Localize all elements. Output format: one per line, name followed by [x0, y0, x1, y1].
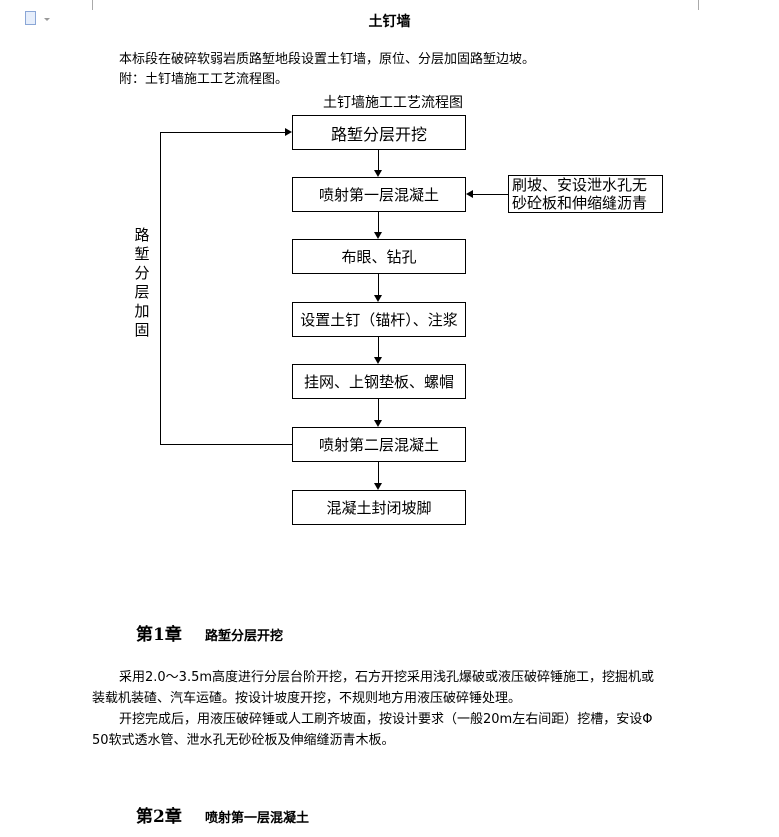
arrow-down-icon — [374, 483, 382, 490]
loop-label-char: 加 — [134, 302, 150, 320]
document-icon[interactable] — [25, 11, 36, 25]
paragraph-line: 采用2.0～3.5m高度进行分层台阶开挖，石方开挖采用浅孔爆破或液压破碎锤施工，… — [119, 670, 655, 685]
chapter-number: 第2章 — [136, 807, 182, 827]
side-input-line: 砂砼板和伸缩缝沥青 — [512, 194, 648, 212]
flow-step: 设置土钉（锚杆）、注浆 — [292, 302, 466, 337]
loop-line — [160, 444, 292, 445]
flow-step: 布眼、钻孔 — [292, 239, 466, 274]
chapter-title: 喷射第一层混凝土 — [204, 811, 309, 826]
arrow-line — [378, 274, 379, 295]
flow-step: 路堑分层开挖 — [292, 115, 466, 150]
page-title: 土钉墙 — [368, 14, 411, 30]
margin-mark — [92, 0, 93, 10]
arrow-down-icon — [374, 420, 382, 427]
intro-line: 附：土钉墙施工工艺流程图。 — [119, 72, 289, 87]
side-arrow-line — [472, 194, 508, 195]
loop-label-char: 固 — [134, 321, 150, 339]
flow-step: 喷射第一层混凝土 — [292, 177, 466, 212]
side-input-box: 刷坡、安设泄水孔无 砂砼板和伸缩缝沥青 — [508, 175, 663, 213]
chapter-2-heading: 第2章 喷射第一层混凝土 — [136, 802, 309, 827]
arrow-line — [378, 212, 379, 232]
chapter-title: 路堑分层开挖 — [204, 629, 283, 644]
arrow-line — [378, 150, 379, 170]
chapter-number: 第1章 — [136, 625, 182, 645]
flow-step: 混凝土封闭坡脚 — [292, 490, 466, 525]
paragraph-line: 开挖完成后，用液压破碎锤或人工刷齐坡面，按设计要求（一般20m左右间距）挖槽，安… — [119, 712, 653, 727]
margin-mark — [698, 0, 699, 10]
intro-line: 本标段在破碎软弱岩质路堑地段设置土钉墙，原位、分层加固路堑边坡。 — [119, 52, 536, 67]
arrow-right-icon — [285, 128, 292, 136]
loop-line — [160, 132, 161, 445]
chapter-1-heading: 第1章 路堑分层开挖 — [136, 620, 283, 645]
loop-label-char: 分 — [134, 264, 150, 282]
arrow-down-icon — [374, 170, 382, 177]
arrow-line — [378, 337, 379, 357]
paragraph-line: 50软式透水管、泄水孔无砂砼板及伸缩缝沥青木板。 — [92, 733, 395, 748]
arrow-down-icon — [374, 295, 382, 302]
flow-step: 挂网、上钢垫板、螺帽 — [292, 364, 466, 399]
flowchart-title: 土钉墙施工工艺流程图 — [323, 95, 463, 111]
loop-label: 路 堑 分 层 加 固 — [133, 226, 151, 340]
chevron-down-icon[interactable] — [44, 18, 50, 21]
side-input-line: 刷坡、安设泄水孔无 — [512, 176, 648, 194]
loop-label-char: 层 — [134, 283, 150, 301]
arrow-left-icon — [466, 190, 473, 198]
arrow-down-icon — [374, 357, 382, 364]
paragraph-line: 装载机装碴、汽车运碴。按设计坡度开挖，不规则地方用液压破碎锤处理。 — [92, 691, 522, 706]
loop-label-char: 堑 — [134, 245, 150, 263]
loop-label-char: 路 — [134, 226, 150, 244]
arrow-line — [378, 462, 379, 483]
arrow-down-icon — [374, 232, 382, 239]
flow-step: 喷射第二层混凝土 — [292, 427, 466, 462]
loop-line — [160, 132, 285, 133]
arrow-line — [378, 399, 379, 420]
